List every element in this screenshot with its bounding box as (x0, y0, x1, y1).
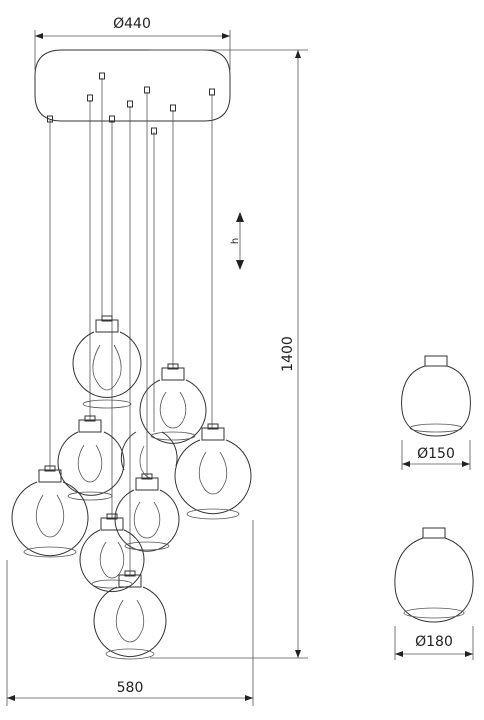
pendant-shade (72, 315, 142, 409)
pendant-shade (120, 431, 178, 479)
pendant-shade (139, 363, 207, 444)
pendant-shade (174, 423, 252, 520)
canopy-diameter-dimension: Ø440 (34, 16, 231, 70)
adjustable-height-marker: h (230, 212, 244, 270)
pendant-shade (11, 465, 89, 558)
pendant-shade (57, 415, 125, 501)
shade-detail-large: Ø180 (394, 527, 474, 660)
canopy-diameter-label: Ø440 (113, 16, 151, 32)
pendant-shade (114, 473, 180, 552)
shade-small-diameter-label: Ø150 (417, 446, 455, 462)
height-dimension: 1400 (150, 49, 308, 659)
pendant-shade (79, 513, 145, 593)
canopy (34, 49, 231, 122)
width-label: 580 (117, 680, 144, 696)
shade-large-diameter-label: Ø180 (415, 634, 453, 650)
cable-anchors (47, 72, 215, 135)
pendant-shade (93, 570, 167, 660)
shade-detail-small: Ø150 (401, 355, 471, 470)
cables (49, 78, 213, 575)
adjustable-height-label: h (230, 238, 241, 244)
height-label: 1400 (280, 336, 296, 372)
width-dimension: 580 (6, 520, 254, 706)
